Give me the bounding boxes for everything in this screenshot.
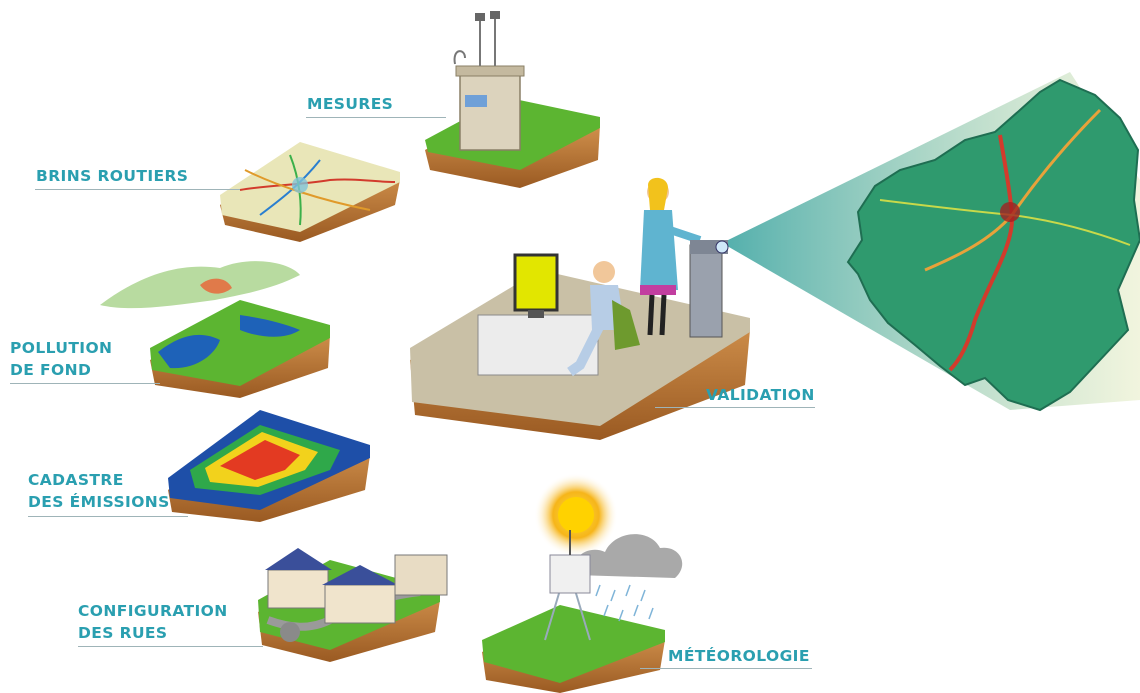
validation-leader: [655, 407, 815, 408]
label-configuration-line2: DES RUES: [78, 624, 168, 642]
label-cadastre-line2: DES ÉMISSIONS: [28, 493, 170, 511]
label-pollution-de-fond: POLLUTION DE FOND: [10, 337, 112, 381]
label-mesures: MESURES: [307, 93, 393, 115]
measuring-station: [459, 71, 521, 151]
label-validation: VALIDATION: [706, 384, 815, 406]
label-mesures-text: MESURES: [307, 95, 394, 113]
cadastre-leader: [28, 516, 188, 517]
label-validation-text: VALIDATION: [706, 386, 815, 404]
label-cadastre-des-emissions: CADASTRE DES ÉMISSIONS: [28, 469, 170, 513]
mesures-tile: [425, 11, 600, 188]
label-cadastre-line1: CADASTRE: [28, 471, 124, 489]
validation-platform: [410, 177, 750, 440]
brins-routiers-leader: [35, 189, 240, 190]
pollution-de-fond-tile: [100, 261, 330, 398]
configuration-des-rues-tile: [258, 548, 448, 662]
projector: [689, 244, 723, 338]
pollution-leader: [10, 383, 160, 384]
label-pollution-line2: DE FOND: [10, 361, 92, 379]
seated-person: [593, 261, 615, 283]
label-pollution-line1: POLLUTION: [10, 339, 113, 357]
weather-shelter: [549, 554, 591, 594]
label-meteorologie-text: MÉTÉOROLOGIE: [668, 647, 810, 665]
meteorologie-tile: [482, 473, 683, 693]
label-brins-routiers: BRINS ROUTIERS: [36, 165, 188, 187]
mesures-leader: [306, 117, 446, 118]
label-meteorologie: MÉTÉOROLOGIE: [668, 645, 810, 667]
label-configuration-line1: CONFIGURATION: [78, 602, 228, 620]
meteorologie-leader: [640, 668, 812, 669]
label-brins-routiers-text: BRINS ROUTIERS: [36, 167, 189, 185]
computer-screen: [513, 253, 559, 312]
configuration-leader: [78, 646, 263, 647]
brins-routiers-tile: [220, 142, 400, 242]
cadastre-des-emissions-tile: [168, 410, 370, 522]
pollution-map: [846, 78, 1140, 412]
label-configuration-des-rues: CONFIGURATION DES RUES: [78, 600, 228, 644]
